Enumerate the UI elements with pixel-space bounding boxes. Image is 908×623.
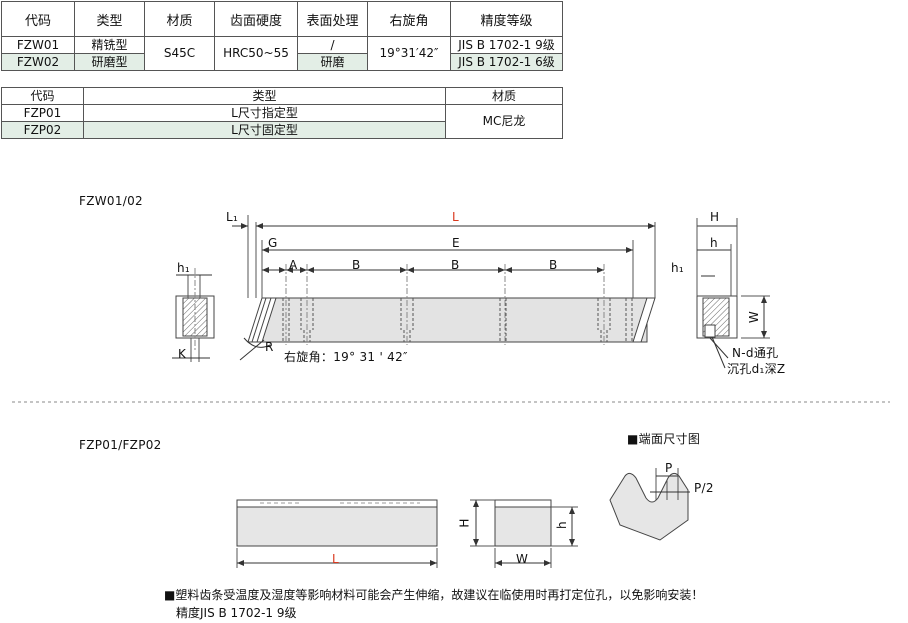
dim-H: H	[710, 210, 720, 224]
end-view-title: ■端面尺寸图	[627, 432, 701, 446]
helix-note: 右旋角：19° 31 ' 42″	[284, 350, 408, 364]
rack-holes	[282, 298, 633, 342]
right-end-view	[696, 218, 770, 369]
hole-note-2: 沉孔d₁深Z	[727, 362, 786, 376]
warning-note: ■塑料齿条受温度及湿度等影响材料可能会产生伸缩，故建议在临使用时再打定位孔，以免…	[164, 588, 704, 602]
dim-K: K	[178, 347, 187, 361]
cell-type: 研磨型	[74, 53, 145, 71]
spec-table-header: 代码 类型 材质 齿面硬度 表面处理 右旋角 精度等级	[1, 1, 563, 37]
header-code: 代码	[1, 87, 84, 105]
dim-E: E	[452, 236, 460, 250]
dim-A: A	[289, 258, 298, 272]
dim-P2: P/2	[694, 481, 714, 495]
table-row: FZP02 L尺寸固定型	[1, 121, 563, 139]
cell-code: FZP02	[1, 121, 84, 139]
rack-body	[247, 297, 656, 343]
cell-type: L尺寸固定型	[83, 121, 446, 139]
cell-precision: JIS B 1702-1 6级	[450, 53, 563, 71]
dim-B2: B	[451, 258, 460, 272]
dim-h-nylon: h	[554, 521, 569, 529]
dim-B3: B	[549, 258, 558, 272]
precision-note: 精度JIS B 1702-1 9级	[176, 606, 297, 620]
header-code: 代码	[1, 1, 75, 37]
cell-helix: 19°31′42″	[367, 36, 451, 71]
header-helix: 右旋角	[367, 1, 451, 37]
header-precision: 精度等级	[450, 1, 563, 37]
cell-precision: JIS B 1702-1 9级	[450, 36, 563, 54]
left-end-view	[172, 268, 215, 362]
dim-h: h	[710, 236, 718, 250]
drawing2-title: FZP01/FZP02	[79, 438, 162, 452]
dim-G: G	[268, 236, 278, 250]
cell-code: FZW02	[1, 53, 75, 71]
dim-h1-left: h₁	[177, 261, 191, 275]
drawing1-title: FZW01/02	[79, 194, 143, 208]
dim-L-nylon: L	[332, 552, 339, 566]
header-material: 材质	[445, 87, 563, 105]
dim-W-nylon: W	[516, 552, 529, 566]
cell-material: S45C	[144, 36, 215, 71]
cell-surface: 研磨	[297, 53, 368, 71]
dim-R: R	[265, 340, 274, 354]
cell-material: MC尼龙	[445, 104, 563, 139]
nylon-rack-body	[236, 499, 438, 568]
tooth-profile	[609, 468, 690, 541]
header-surface: 表面处理	[297, 1, 368, 37]
dim-H-nylon: H	[457, 518, 472, 528]
hole-note-1: N-d通孔	[732, 346, 779, 360]
dim-W: W	[747, 310, 762, 324]
dim-P: P	[665, 461, 673, 475]
nylon-end-view	[470, 499, 578, 568]
dim-B1: B	[352, 258, 361, 272]
table-row: FZW02 研磨型 研磨 JIS B 1702-1 6级	[1, 53, 563, 71]
spec-table-2: 代码 类型 材质 FZP01 L尺寸指定型 MC尼龙 FZP02 L尺寸固定型	[1, 87, 563, 139]
table-row: FZW01 精铣型 S45C HRC50~55 / 19°31′42″ JIS …	[1, 36, 563, 71]
dim-h1-right: h₁	[671, 261, 685, 275]
dim-L1: L₁	[226, 210, 239, 224]
cell-hardness: HRC50~55	[214, 36, 298, 71]
dim-L: L	[452, 210, 459, 224]
spec-table: 代码 类型 材质 齿面硬度 表面处理 右旋角 精度等级 FZW01 精铣型 S4…	[1, 1, 563, 71]
